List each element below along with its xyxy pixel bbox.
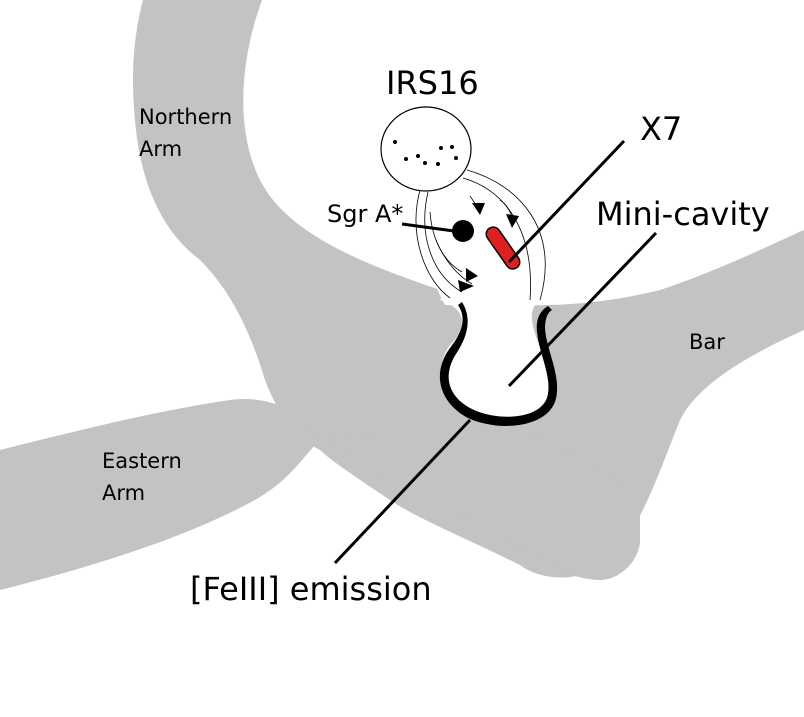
sgr-a-label: Sgr A*: [327, 200, 403, 228]
eastern-arm-label-line1: Eastern: [102, 449, 182, 473]
sgr-a-star: [452, 220, 474, 242]
feiii-emission-label: [FeIII] emission: [190, 570, 432, 608]
irs16-label: IRS16: [386, 64, 479, 102]
wind-flow-lines: [415, 169, 546, 301]
feiii-pointer: [333, 418, 472, 565]
sgr-a-pointer: [401, 222, 455, 233]
feiii-emission-rim: [439, 302, 558, 426]
bar-lower-region: [330, 430, 640, 580]
irs16-stars: [393, 140, 458, 166]
bar-label: Bar: [689, 330, 725, 354]
mini-cavity-pointer: [507, 231, 658, 388]
flow-arrowheads: [458, 203, 519, 292]
x7-pointer: [507, 139, 626, 264]
northern-arm-label-line1: Northern: [139, 105, 232, 129]
northern-arm-label-line2: Arm: [139, 137, 182, 161]
mini-cavity-label: Mini-cavity: [596, 195, 770, 233]
eastern-arm-region: [0, 399, 320, 590]
irs16-cluster: [380, 106, 472, 192]
upper-cavity-channel: [425, 170, 545, 305]
x7-label: X7: [640, 110, 682, 148]
eastern-arm-label-line2: Arm: [102, 481, 145, 505]
